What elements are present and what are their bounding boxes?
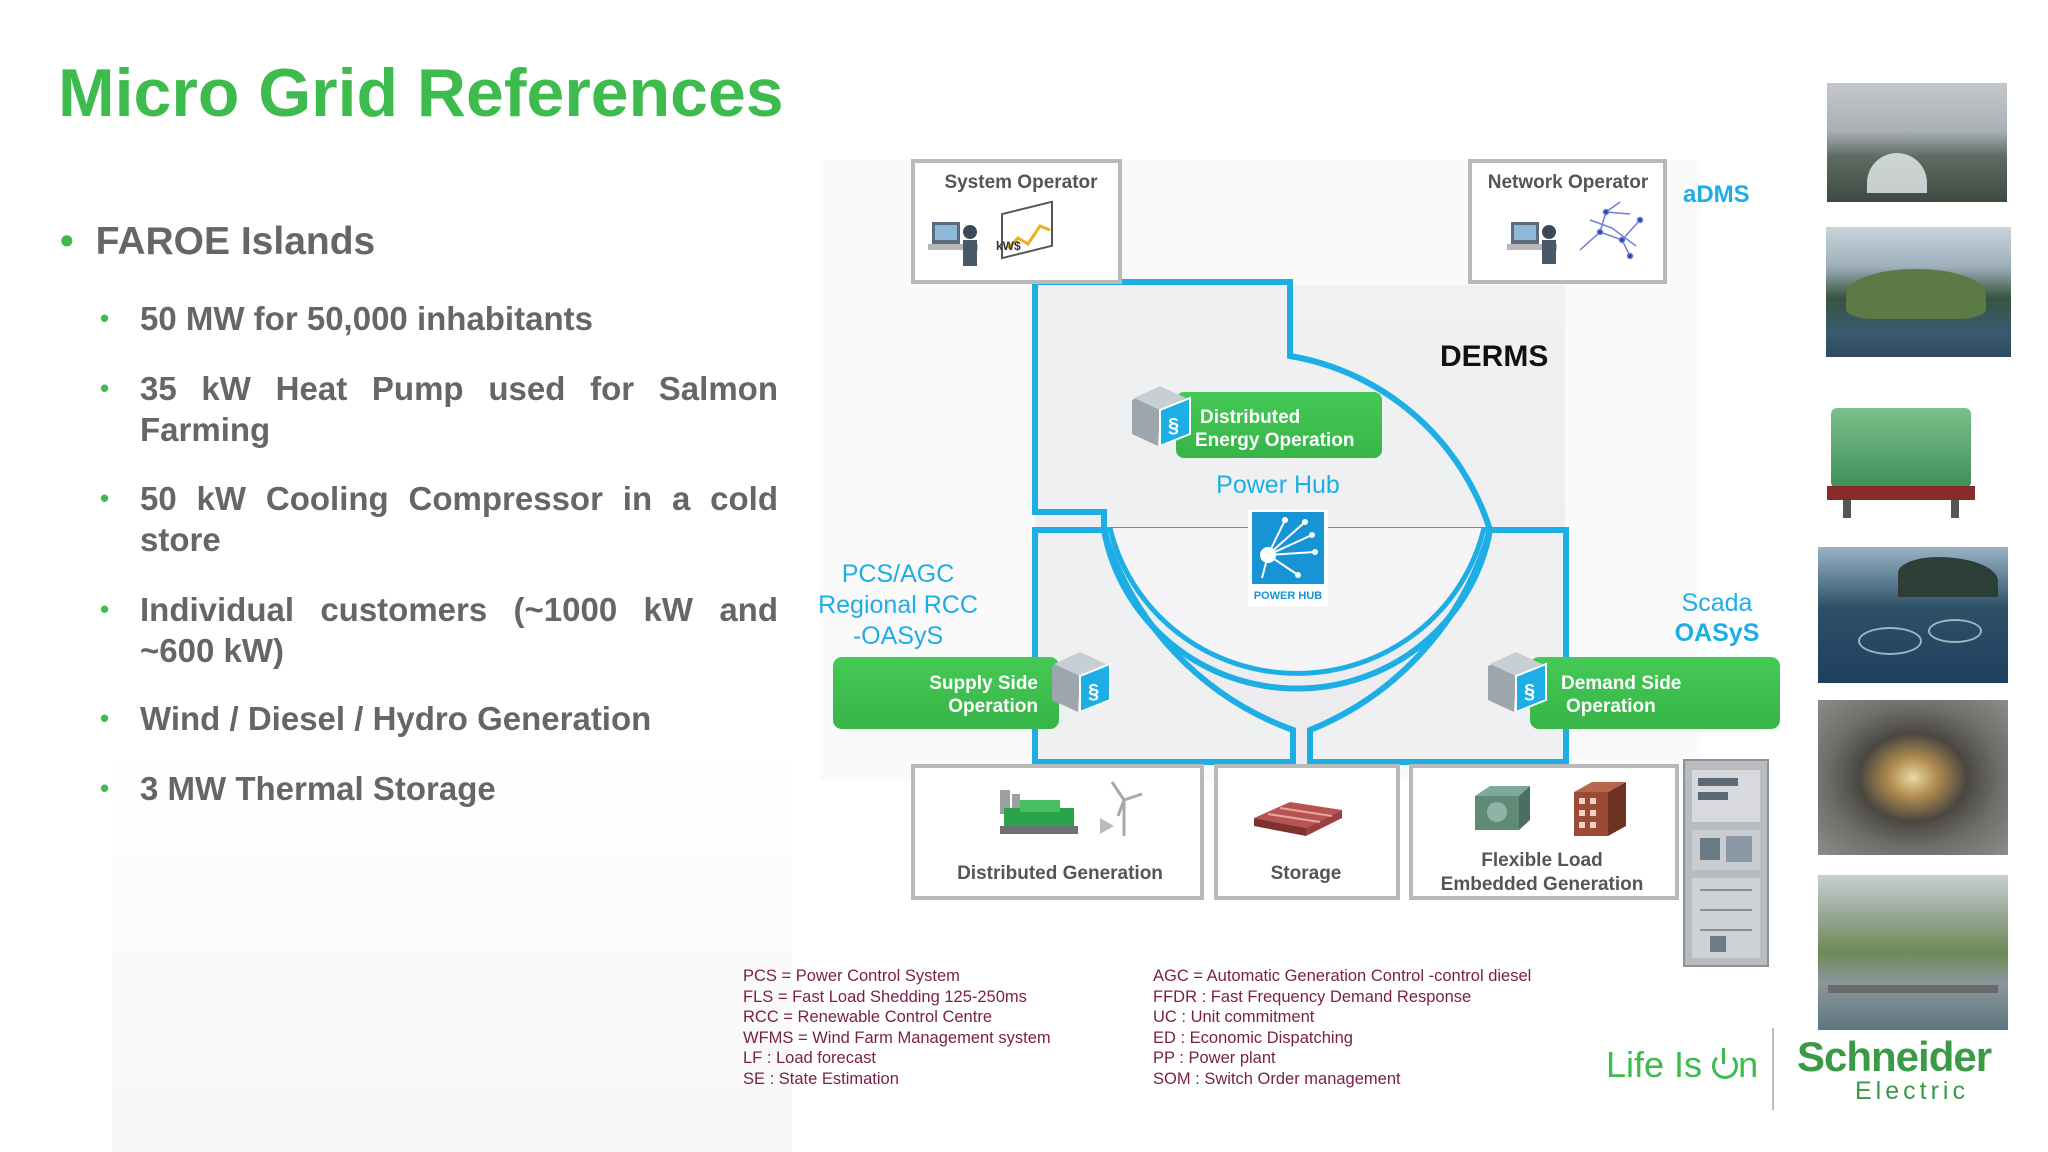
bullet-item: •50 MW for 50,000 inhabitants <box>100 298 778 339</box>
network-operator-box <box>1468 159 1667 284</box>
harbor-town-photo <box>1818 875 2008 1030</box>
demand-label-line1: Demand Side <box>1561 673 1681 694</box>
derms-inner-arc <box>1101 529 1493 692</box>
flexible-load-label: Flexible Load <box>1481 850 1602 871</box>
schneider-electric-logo: Schneider Electric <box>1797 1033 1992 1105</box>
footer-divider <box>1772 1028 1774 1110</box>
bullet-item: •Individual customers (~1000 kW and ~600… <box>100 591 778 669</box>
glossary-entry: WFMS = Wind Farm Management system <box>743 1028 1051 1047</box>
supply-cube-icon: § <box>1052 652 1111 714</box>
kw-chart-label: kW$ <box>996 239 1021 253</box>
power-hub-label: Power Hub <box>1216 471 1340 499</box>
life-is-on-tagline: Life Is n <box>1606 1044 1758 1086</box>
derms-label: DERMS <box>1440 340 1548 373</box>
network-operator-label: Network Operator <box>1488 172 1649 193</box>
building-icon <box>1574 782 1626 836</box>
tagline-text-end: n <box>1738 1044 1759 1085</box>
deo-label-line2: Energy Operation <box>1195 430 1354 451</box>
bullet-item-text: 50 kW Cooling Compressor in a cold store <box>140 480 778 558</box>
tunnel-photo <box>1818 700 2008 855</box>
network-map-icon <box>1579 201 1644 260</box>
bullet-main-text: FAROE Islands <box>95 220 376 263</box>
pcs-label-line3: -OASyS <box>853 622 943 650</box>
deo-cube-icon: § <box>1132 386 1191 448</box>
page-title: Micro Grid References <box>58 55 784 131</box>
bullet-item-text: Individual customers (~1000 kW and ~600 … <box>140 591 778 669</box>
glossary-left: PCS = Power Control System FLS = Fast Lo… <box>743 966 1051 1090</box>
hvac-unit-icon <box>1475 786 1530 830</box>
glossary-entry: SE : State Estimation <box>743 1069 899 1088</box>
glossary-entry: PCS = Power Control System <box>743 967 960 985</box>
system-operator-label: System Operator <box>944 172 1098 193</box>
svg-text:§: § <box>1088 681 1099 703</box>
wind-turbine-icon <box>1110 781 1143 836</box>
brand-subname: Electric <box>1855 1077 1969 1105</box>
power-o-icon <box>1712 1048 1739 1079</box>
demand-cube-icon: § <box>1488 652 1547 714</box>
glossary-entry: FFDR : Fast Frequency Demand Response <box>1153 987 1472 1006</box>
glossary-right: AGC = Automatic Generation Control -cont… <box>1153 966 1531 1090</box>
kw-chart-icon: kW$ <box>996 200 1053 260</box>
control-cabinet-photo <box>1683 759 1769 967</box>
bullet-item: •35 kW Heat Pump used for Salmon Farming <box>100 370 778 448</box>
power-hub-logo: POWER HUB <box>1248 510 1328 606</box>
demand-label-line2: Operation <box>1566 696 1656 717</box>
glossary-entry: FLS = Fast Load Shedding 125-250ms <box>743 987 1027 1006</box>
storage-label: Storage <box>1271 863 1342 884</box>
bullet-item: •Wind / Diesel / Hydro Generation <box>100 698 778 739</box>
supply-side-operation-box <box>833 657 1059 729</box>
brand-name: Schneider <box>1797 1033 1992 1080</box>
diesel-generator-photo <box>1823 386 1978 525</box>
salmon-farm-photo <box>1818 547 2008 683</box>
pcs-label-line1: PCS/AGC <box>842 560 955 588</box>
svg-text:§: § <box>1524 681 1535 703</box>
bullet-item: •50 kW Cooling Compressor in a cold stor… <box>100 480 778 558</box>
glossary-entry: AGC = Automatic Generation Control -cont… <box>1153 967 1532 985</box>
bullet-item-text: Wind / Diesel / Hydro Generation <box>140 700 652 737</box>
bullet-item-text: 50 MW for 50,000 inhabitants <box>140 300 593 337</box>
deo-label-line1: Distributed <box>1200 407 1300 428</box>
scada-label-line1: Scada <box>1682 589 1753 617</box>
generator-plant-icon <box>1000 790 1114 834</box>
bullet-item: •3 MW Thermal Storage <box>100 768 778 809</box>
background-gradient <box>112 750 792 1152</box>
glossary-entry: RCC = Renewable Control Centre <box>743 1008 992 1027</box>
tagline-text: Life Is <box>1606 1044 1713 1085</box>
glossary-entry: PP : Power plant <box>1153 1049 1276 1068</box>
battery-rack-icon <box>1254 802 1342 836</box>
flexible-load-box <box>1409 764 1679 900</box>
island-cliff-photo <box>1826 227 2011 357</box>
bullet-item-text: 3 MW Thermal Storage <box>140 770 496 807</box>
glossary-entry: UC : Unit commitment <box>1153 1008 1315 1027</box>
operator-desk-icon <box>1507 222 1557 264</box>
supply-label-line2: Operation <box>948 696 1038 717</box>
scada-label-line2: OASyS <box>1675 619 1760 647</box>
bullet-item-text: 35 kW Heat Pump used for Salmon Farming <box>140 370 778 448</box>
glossary-entry: SOM : Switch Order management <box>1153 1069 1401 1088</box>
demand-side-operation-box <box>1530 657 1780 729</box>
pcs-label-line2: Regional RCC <box>818 591 978 619</box>
distributed-energy-operation-box <box>1176 392 1382 458</box>
glossary-entry: LF : Load forecast <box>743 1049 876 1068</box>
glossary-entry: ED : Economic Dispatching <box>1153 1028 1353 1047</box>
embedded-generation-label: Embedded Generation <box>1441 874 1644 895</box>
supply-label-line1: Supply Side <box>929 673 1038 694</box>
svg-text:§: § <box>1168 415 1179 437</box>
hydro-dam-photo <box>1827 83 2007 202</box>
power-hub-logo-text: POWER HUB <box>1254 590 1323 602</box>
operator-desk-icon <box>928 222 978 266</box>
distributed-generation-label: Distributed Generation <box>957 863 1163 884</box>
adms-label: aDMS <box>1683 181 1750 208</box>
bullet-main: •FAROE Islands <box>60 220 376 263</box>
